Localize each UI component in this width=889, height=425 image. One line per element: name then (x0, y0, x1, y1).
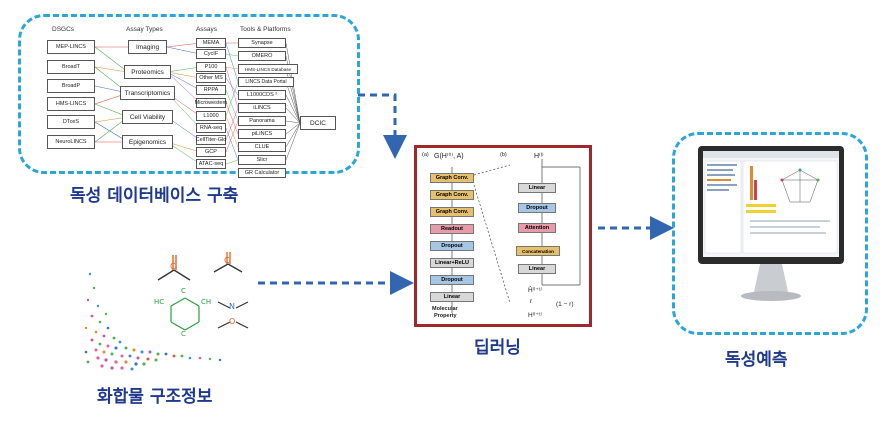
atom-label: O (229, 317, 236, 326)
atom-label: C (181, 287, 186, 295)
linear-relu-block: Linear+ReLU (430, 258, 474, 268)
monitor-illustration (698, 146, 844, 301)
tool-node: LINCS Data Portal (238, 77, 294, 87)
assay-node: ATAC-seq (196, 159, 226, 169)
dsgc-header: DSGCs (52, 26, 75, 33)
dsgc-node: HMS-LINCS (47, 97, 95, 111)
output-label: Property (434, 313, 457, 319)
ketone-molecule (157, 255, 191, 281)
tool-node: Synapse (238, 38, 286, 48)
graph-conv-block: Graph Conv. (430, 207, 474, 217)
attn-dropout-block: Dropout (518, 203, 556, 213)
tool-node: iLINCS (238, 103, 286, 113)
dsgc-node: BroadP (47, 79, 95, 93)
tool-node: Panorama (238, 116, 286, 126)
attn-linear-block: Linear (518, 264, 556, 274)
atom-label: N (229, 302, 235, 311)
tool-node: HMS-LINCS Database (238, 64, 298, 74)
attn-linear-block: Linear (518, 183, 556, 193)
assay-node: RPPA (196, 85, 226, 95)
atom-label: CH (201, 298, 212, 306)
one-minus-r-label: (1 − r) (556, 301, 574, 308)
assay-node: Other MS (196, 73, 226, 83)
panel-b-tag: (b) (500, 152, 507, 158)
prediction-label: 독성예측 (725, 350, 788, 370)
atom-label: C (170, 262, 176, 271)
panel-b-input: H⁽ˡ⁾ (534, 153, 544, 160)
assay-node: P100 (196, 62, 226, 72)
ester-molecule (213, 252, 243, 273)
atom-label: C (224, 256, 230, 265)
structure-figure (84, 252, 249, 371)
dsgc-node: BroadT (47, 60, 95, 74)
tool-node: OMERO (238, 51, 286, 61)
database-panel (18, 14, 360, 174)
assay-type-node: Cell Viability (122, 110, 173, 124)
dsgc-node: NeuroLINCS (47, 135, 95, 149)
r-label: r (530, 298, 533, 305)
tool-node: Slicr (238, 155, 286, 165)
atom-label: HC (154, 298, 165, 306)
assay-type-node: Epigenomics (122, 135, 173, 149)
amine-molecule (217, 301, 249, 329)
assay-node: RNA-seq (196, 123, 226, 133)
panel-a-input: G(H⁽⁰⁾, A) (434, 153, 464, 160)
database-label: 독성 데이터베이스 구축 (70, 186, 239, 206)
dsgc-node: DToxS (47, 115, 95, 129)
dcic-node: DCIC (300, 116, 336, 130)
h-hat-label: Ĥ⁽ˡ⁺¹⁾ (528, 287, 543, 294)
tool-node: L1000CDS ² (238, 90, 286, 100)
assay-node: CellTiter-Glo (195, 135, 227, 145)
structure-panel: C C C C HC CH N O (78, 244, 258, 376)
output-label: Molecular (432, 306, 458, 312)
h-out-label: H⁽ˡ⁺¹⁾ (528, 312, 543, 319)
tools-header: Tools & Platforms (240, 26, 291, 33)
readout-block: Readout (430, 224, 474, 234)
concatenation-block: Concatenation (516, 246, 560, 256)
tool-node: CLUE (238, 142, 286, 152)
assay-node: L1000 (196, 111, 226, 121)
linear-block: Linear (430, 292, 474, 302)
prediction-panel (672, 132, 868, 335)
assay-node: GCP (196, 147, 226, 157)
assay-node: MEMA (196, 38, 226, 48)
tool-node: GR Calculator (238, 168, 286, 178)
atom-label: C (181, 330, 186, 338)
deep-learning-label: 딥러닝 (474, 338, 521, 358)
panel-a-tag: (a) (422, 152, 429, 158)
dsgc-node: MEP-LINCS (47, 40, 95, 54)
benzene-molecule (170, 297, 200, 331)
assay-node: CycIF (196, 49, 226, 59)
assay-type-node: Transcriptomics (120, 86, 175, 100)
arrow-database-to-model (358, 93, 407, 159)
monitor-stand (754, 264, 788, 292)
assay-types-header: Assay Types (126, 26, 163, 33)
dropout-block: Dropout (430, 241, 474, 251)
structure-label: 화합물 구조정보 (97, 387, 213, 407)
assays-header: Assays (196, 26, 217, 33)
graph-conv-block: Graph Conv. (430, 190, 474, 200)
dropout-block: Dropout (430, 275, 474, 285)
chemical-space-scatter (84, 272, 222, 371)
graph-conv-block: Graph Conv. (430, 173, 474, 183)
assay-type-node: Imaging (128, 40, 167, 54)
attention-block: Attention (518, 223, 556, 233)
assay-type-node: Proteomics (124, 65, 171, 79)
assay-node: Microwestern (194, 98, 228, 108)
tool-node: piLINCS (238, 129, 286, 139)
